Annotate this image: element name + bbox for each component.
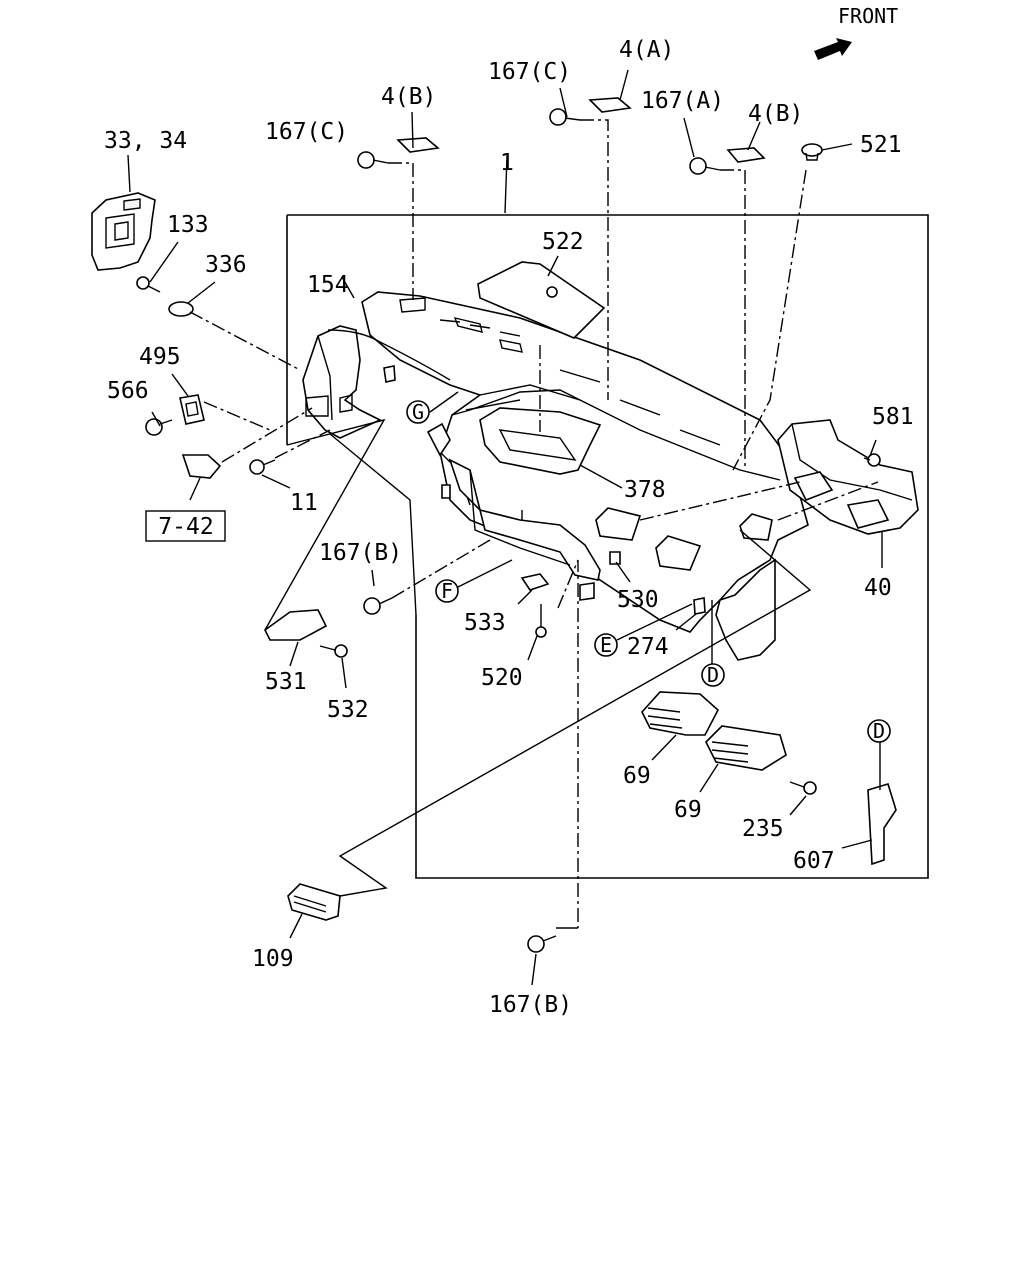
part-581-screw [863,453,881,467]
part-167c-left-bolt [357,151,389,169]
part-labels: 33, 34 133 336 154 495 566 11 167(C) 4(B… [104,37,914,1018]
label-4a: 4(A) [619,37,674,63]
front-label: FRONT [838,4,898,28]
part-133-screw [136,276,161,293]
label-531: 531 [265,669,307,695]
label-109: 109 [252,946,294,972]
svg-text:D: D [873,719,885,743]
part-11-bolt [249,459,276,475]
part-109-vent [287,883,341,921]
label-566: 566 [107,378,149,404]
front-arrow-icon [814,38,852,60]
svg-text:E: E [600,633,612,657]
callout-e: E [594,603,693,657]
label-1: 1 [500,150,514,176]
part-522-lid [477,261,606,339]
part-4b-left-clip [396,137,440,153]
callout-d-right: D [867,719,891,790]
svg-text:D: D [707,663,719,687]
part-533-bracket [520,573,550,591]
part-7-42-connector [181,454,222,479]
part-69-vent-lower [705,725,787,771]
part-33-34-cover [91,192,156,271]
part-4b-right-clip [726,147,766,163]
label-167a: 167(A) [641,88,724,114]
label-167b-bottom: 167(B) [489,992,572,1018]
part-40-duct [777,419,919,535]
label-167b-left: 167(B) [319,540,402,566]
part-520-screw [535,604,547,638]
label-133: 133 [167,212,209,238]
part-167a-bolt [689,157,721,175]
label-274: 274 [627,634,669,660]
label-40: 40 [864,575,892,601]
label-11: 11 [290,490,318,516]
label-69-b: 69 [674,797,702,823]
part-167b-left-bolt [363,597,393,615]
label-167c-left: 167(C) [265,119,348,145]
label-4b-left: 4(B) [381,84,436,110]
part-167b-bottom-bolt [527,935,557,953]
part-532-screw [319,644,348,658]
label-336: 336 [205,252,247,278]
label-522: 522 [542,229,584,255]
svg-text:F: F [441,579,453,603]
callout-d-mid: D [701,600,725,687]
part-235-screw [789,781,817,795]
part-69-vent-upper [641,691,719,736]
part-521-plug [801,143,823,161]
label-69-a: 69 [623,763,651,789]
part-4a-clip [588,97,632,113]
ref-box-label: 7-42 [158,514,213,540]
label-378: 378 [624,477,666,503]
part-167c-mid-bolt [549,108,581,126]
part-566-nut [145,418,173,436]
label-495: 495 [139,344,181,370]
part-531-bracket [263,609,328,641]
instrument-panel [302,291,809,661]
part-154-clip [383,365,396,383]
part-530-clip [609,551,621,565]
ref-box [145,510,226,542]
label-4b-right: 4(B) [748,101,803,127]
part-495-clip [179,394,205,425]
part-274-clip [693,597,706,615]
assembly-lines [189,119,879,929]
label-520: 520 [481,665,523,691]
label-530: 530 [617,587,659,613]
part-607-trim [867,783,897,866]
label-533: 533 [464,610,506,636]
frame-box [287,214,929,879]
callout-g: G [406,400,430,424]
label-167c-mid: 167(C) [488,59,571,85]
label-235: 235 [742,816,784,842]
callout-f: F [435,559,513,603]
label-607: 607 [793,848,835,874]
leader-lines [127,69,883,986]
part-336-grommet [168,301,194,317]
label-581: 581 [872,404,914,430]
svg-text:G: G [412,400,424,424]
label-532: 532 [327,697,369,723]
label-154: 154 [307,272,349,298]
label-521: 521 [860,132,902,158]
label-33-34: 33, 34 [104,128,187,154]
